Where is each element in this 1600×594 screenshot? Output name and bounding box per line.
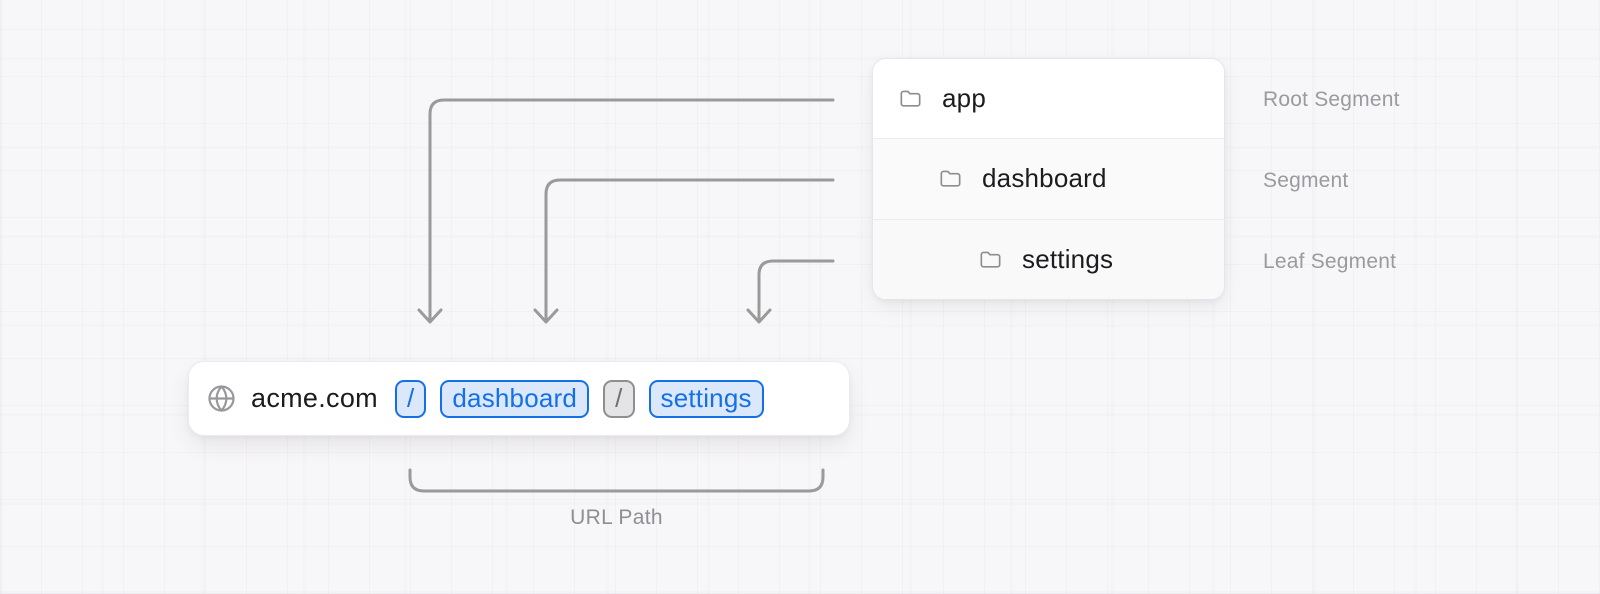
arrow-app-to-root-slash	[417, 98, 835, 324]
url-segment-root-slash: /	[394, 379, 427, 418]
url-segment-settings: settings	[648, 379, 764, 418]
file-tree-panel: app dashboard settings	[872, 58, 1225, 300]
annotation-root-segment: Root Segment	[1263, 88, 1400, 111]
url-bar: acme.com / dashboard / settings	[188, 361, 850, 436]
url-segment-dashboard: dashboard	[440, 379, 590, 418]
url-path-label: URL Path	[570, 506, 663, 529]
url-path-bracket	[408, 468, 825, 493]
tree-row-label: app	[942, 83, 986, 114]
tree-row-settings: settings	[873, 218, 1224, 299]
annotation-leaf-segment: Leaf Segment	[1263, 250, 1397, 273]
tree-row-dashboard: dashboard	[873, 138, 1224, 219]
globe-icon	[208, 385, 235, 412]
arrow-settings-to-settings	[746, 259, 835, 324]
tree-row-label: settings	[1022, 243, 1114, 274]
annotation-segment: Segment	[1263, 169, 1349, 192]
tree-row-label: dashboard	[982, 163, 1107, 194]
tree-row-app: app	[873, 59, 1224, 139]
folder-icon	[980, 251, 1001, 268]
arrow-dashboard-to-dashboard	[533, 178, 835, 324]
folder-icon	[940, 171, 961, 188]
folder-icon	[900, 90, 921, 107]
url-segment-separator-slash: /	[603, 379, 635, 418]
url-domain: acme.com	[251, 383, 378, 413]
